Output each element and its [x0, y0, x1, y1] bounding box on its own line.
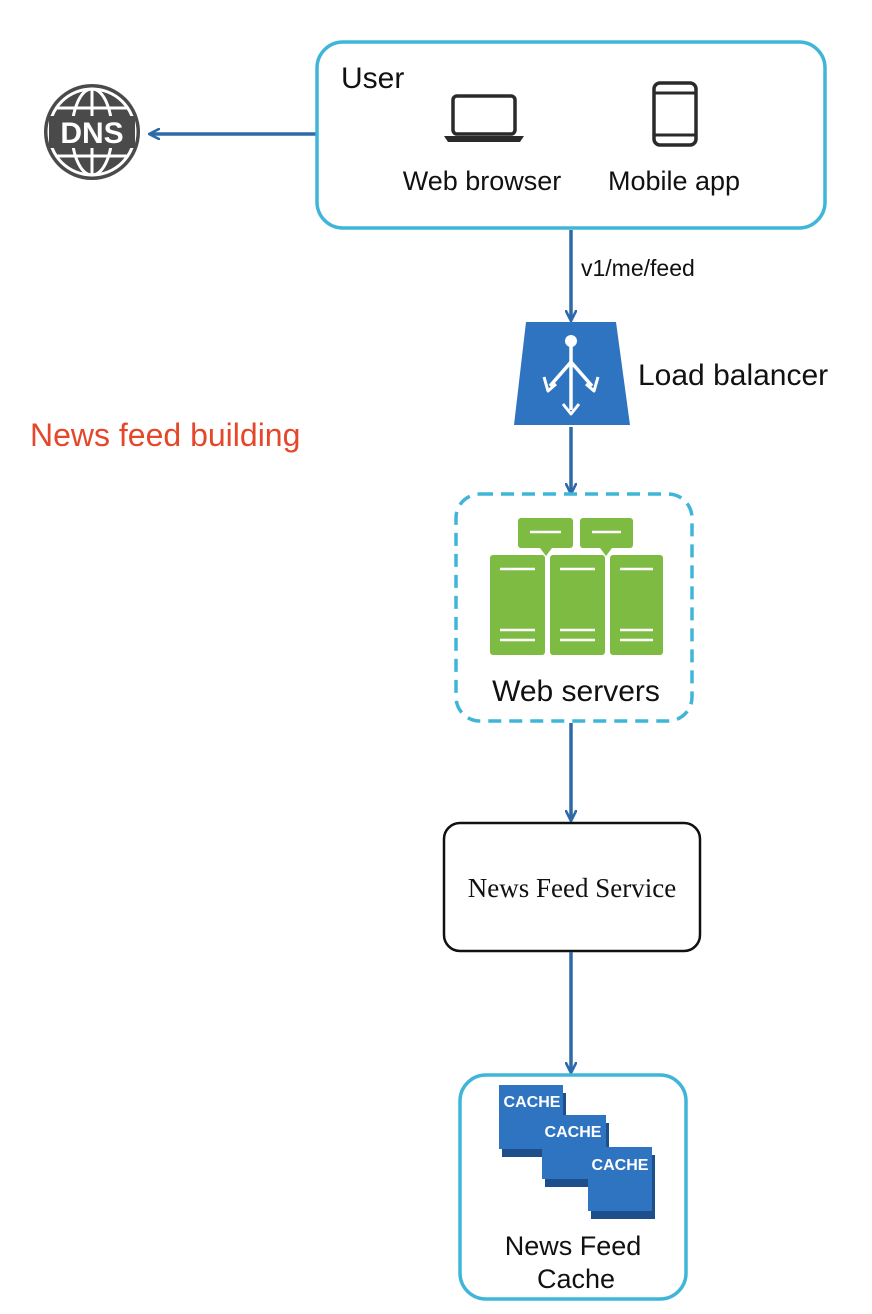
cache-label-3: CACHE	[592, 1157, 649, 1174]
load-balancer-icon	[514, 322, 630, 425]
news-feed-cache-label-line1: News Feed	[505, 1231, 642, 1261]
request-path-label: v1/me/feed	[581, 255, 695, 281]
news-feed-service-box	[442, 821, 702, 953]
cache-label-2: CACHE	[545, 1124, 602, 1141]
news-feed-cache-label-line2: Cache	[537, 1264, 615, 1294]
dns-globe-icon: DNS	[44, 84, 140, 180]
user-label: User	[341, 62, 404, 95]
cache-label-1: CACHE	[504, 1094, 561, 1111]
diagram-title: News feed building	[30, 417, 300, 453]
load-balancer-label: Load balancer	[638, 359, 828, 392]
mobile-phone-icon	[652, 81, 698, 147]
client-web-browser-label: Web browser	[403, 166, 562, 196]
client-mobile-app-label: Mobile app	[608, 166, 740, 196]
web-servers-label: Web servers	[492, 675, 660, 708]
server-rack-icon	[490, 518, 663, 655]
news-feed-service-label: News Feed Service	[468, 873, 676, 903]
laptop-icon	[444, 94, 524, 142]
cache-stack-icon: CACHE CACHE CACHE	[499, 1085, 655, 1219]
user-box	[315, 40, 827, 230]
dns-label: DNS	[60, 117, 123, 150]
